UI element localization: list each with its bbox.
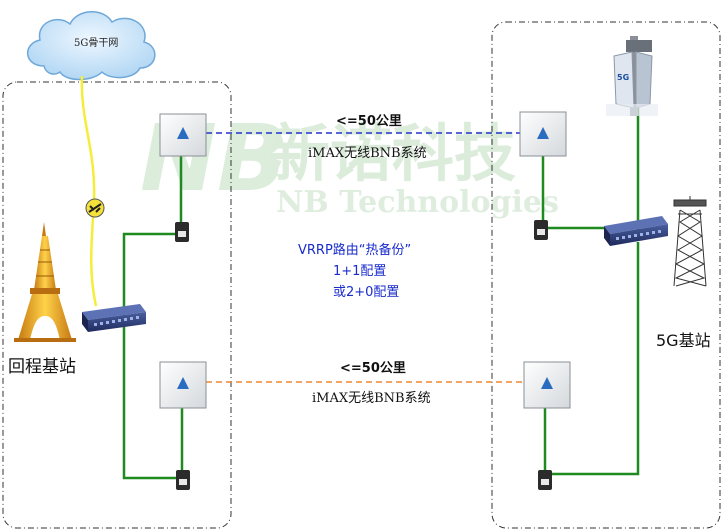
left-top-antenna-panel <box>159 113 207 157</box>
top-link-distance: <=50公里 <box>336 114 402 129</box>
antenna-logo-icon <box>177 377 189 389</box>
watermark: NB 新诺科技 NB Technologies <box>140 105 559 220</box>
right-bottom-antenna-panel <box>523 361 571 409</box>
eiffel-tower-icon <box>14 222 76 342</box>
right-cabling <box>541 88 640 476</box>
cloud-label: 5G骨干网 <box>74 37 118 49</box>
left-site-boundary <box>2 81 232 529</box>
left-top-poe-adapter <box>175 222 189 242</box>
watermark-line1: 新诺科技 <box>268 117 516 190</box>
lattice-tower-icon <box>673 196 707 287</box>
right-bottom-poe-adapter <box>538 470 552 490</box>
watermark-line2: NB Technologies <box>276 185 559 220</box>
fiber-line <box>80 75 98 307</box>
right-top-antenna-panel <box>519 111 567 157</box>
left-cabling <box>122 156 184 480</box>
5g-badge: 5G <box>617 73 629 82</box>
vrrp-line1: VRRP路由“热备份” <box>298 242 411 258</box>
left-bottom-antenna-panel <box>159 361 207 409</box>
antenna-logo-icon <box>537 127 549 139</box>
top-link-system: iMAX无线BNB系统 <box>308 146 427 161</box>
right-top-poe-adapter <box>534 220 548 240</box>
antenna-logo-icon <box>177 127 189 139</box>
backbone-cloud: 5G骨干网 <box>27 11 156 81</box>
fiber-connector-icon <box>85 198 105 218</box>
bottom-link-system: iMAX无线BNB系统 <box>312 391 431 406</box>
bottom-link-distance: <=50公里 <box>340 361 406 376</box>
vrrp-line3: 或2+0配置 <box>333 285 399 300</box>
right-site-boundary <box>491 21 721 529</box>
5g-pole-tower-icon: 5G <box>606 36 658 116</box>
right-network-switch <box>604 216 668 246</box>
left-network-switch <box>82 304 146 332</box>
left-station-label: 回程基站 <box>8 357 76 377</box>
vrrp-line2: 1+1配置 <box>333 264 386 279</box>
right-station-label: 5G基站 <box>656 331 711 350</box>
left-bottom-poe-adapter <box>176 470 190 490</box>
antenna-logo-icon <box>541 377 553 389</box>
